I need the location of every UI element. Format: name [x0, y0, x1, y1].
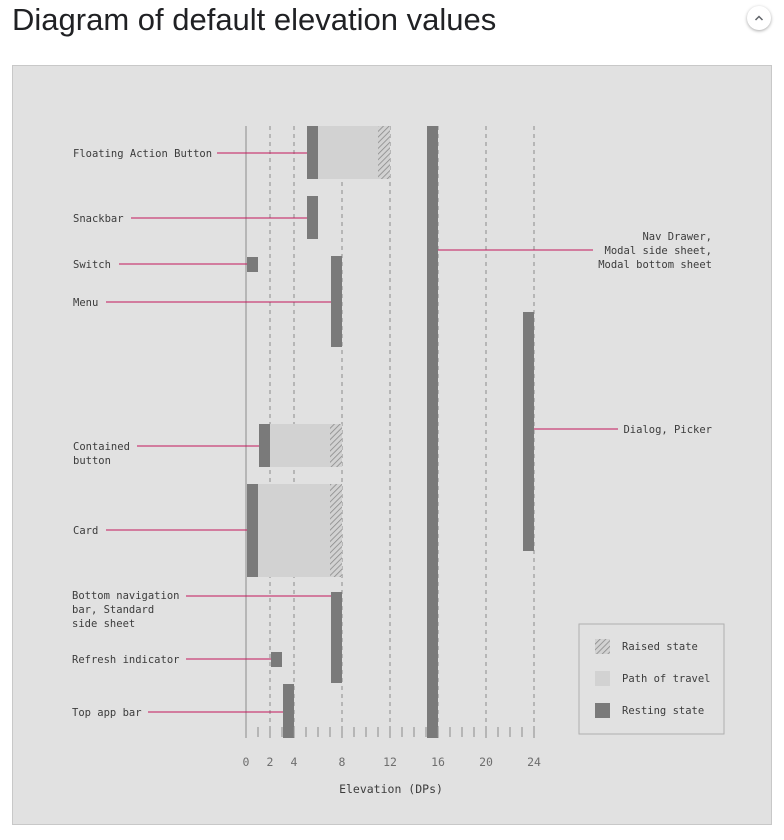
axis-tick-label-0: 0 — [243, 755, 250, 769]
snackbar-resting-state — [307, 196, 318, 239]
bottom-navigation-bar-resting-state — [331, 592, 342, 683]
labels-layer: Floating Action ButtonSnackbarSwitchMenu… — [72, 148, 712, 719]
contained-button-raised-state — [330, 424, 342, 467]
menu-resting-state — [331, 256, 342, 347]
floating-action-button-raised-state — [378, 126, 390, 179]
axis-tick-label-20: 20 — [479, 755, 493, 769]
floating-action-button-label: Floating Action Button — [73, 148, 212, 160]
elevation-chart: Floating Action ButtonSnackbarSwitchMenu… — [72, 126, 725, 796]
card-raised-state — [330, 484, 342, 577]
card-label: Card — [73, 525, 98, 537]
collapse-button[interactable] — [747, 6, 771, 30]
axis-tick-label-8: 8 — [339, 755, 346, 769]
x-axis-title: Elevation (DPs) — [339, 782, 443, 796]
axis-tick-label-12: 12 — [383, 755, 397, 769]
floating-action-button-resting-state — [307, 126, 318, 179]
contained-button-resting-state — [259, 424, 270, 467]
chevron-up-icon — [754, 15, 764, 21]
nav-drawer-resting-state — [427, 126, 438, 738]
switch-label: Switch — [73, 259, 111, 271]
axis-tick-label-24: 24 — [527, 755, 541, 769]
page-title: Diagram of default elevation values — [12, 2, 497, 37]
refresh-indicator-resting-state — [271, 652, 282, 667]
bars-layer — [247, 126, 534, 738]
card-path-of-travel — [258, 484, 342, 577]
leaders-layer — [106, 152, 618, 713]
refresh-indicator-label: Refresh indicator — [72, 654, 179, 666]
switch-resting-state — [247, 257, 258, 272]
legend-label-path: Path of travel — [622, 673, 711, 685]
card-resting-state — [247, 484, 258, 577]
dialog-picker-label: Dialog, Picker — [623, 424, 712, 436]
dialog-picker-resting-state — [523, 312, 534, 551]
snackbar-label: Snackbar — [73, 213, 124, 225]
axis-tick-label-2: 2 — [267, 755, 274, 769]
legend-label-raised: Raised state — [622, 641, 698, 653]
top-app-bar-resting-state — [283, 684, 294, 738]
legend-swatch-path — [595, 671, 610, 686]
axis-tick-label-4: 4 — [291, 755, 298, 769]
legend-swatch-resting — [595, 703, 610, 718]
nav-drawer-label: Nav Drawer,Modal side sheet,Modal bottom… — [598, 231, 712, 271]
menu-label: Menu — [73, 297, 98, 309]
paths-layer — [258, 126, 390, 577]
legend-label-resting: Resting state — [622, 705, 704, 717]
legend-swatch-raised — [595, 639, 610, 654]
top-app-bar-label: Top app bar — [72, 707, 142, 719]
axis-tick-label-16: 16 — [431, 755, 445, 769]
